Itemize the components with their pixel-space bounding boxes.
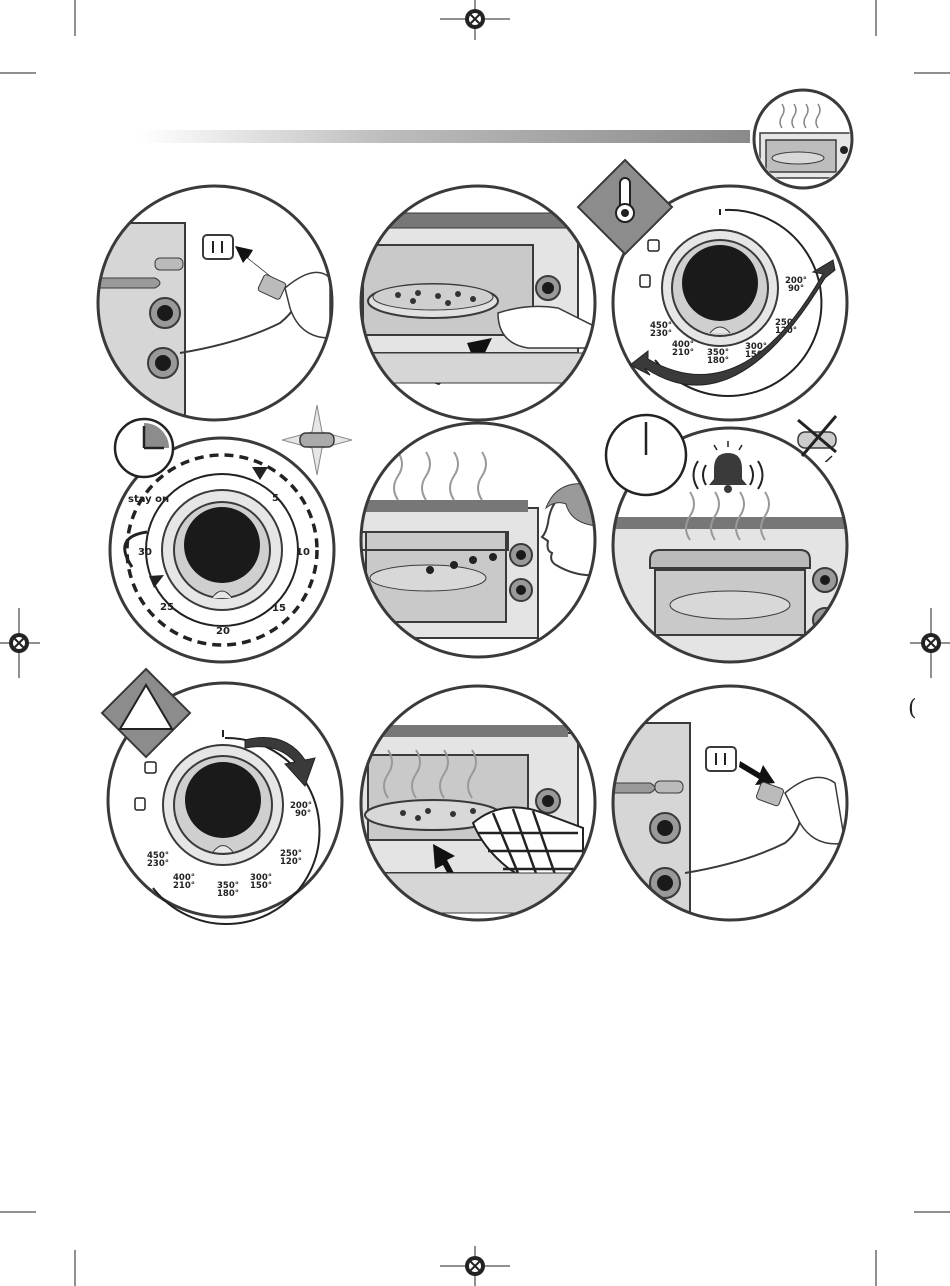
step-9-unplug [610, 683, 850, 923]
timer-label-25: 25 [160, 602, 174, 613]
svg-text:230°: 230° [147, 859, 169, 869]
indicator-off-icon [794, 412, 844, 462]
svg-text:210°: 210° [672, 348, 694, 358]
step-5-watch-cooking [358, 420, 598, 660]
bake-mode-icon [145, 762, 156, 773]
step-2-insert-pizza [358, 183, 598, 423]
timer-label-20: 20 [216, 626, 230, 637]
page-edge-mark: ( [908, 696, 917, 721]
step-8-remove-pizza [358, 683, 598, 923]
registration-target-right [910, 608, 950, 678]
registration-target-bottom [440, 1246, 510, 1286]
svg-text:210°: 210° [173, 881, 195, 891]
clock-zero-icon [603, 412, 689, 498]
svg-text:90°: 90° [295, 809, 311, 819]
timer-label-10: 10 [296, 547, 310, 558]
header-gradient-bar [140, 130, 750, 143]
svg-text:120°: 120° [280, 857, 302, 867]
registration-target-left [0, 608, 40, 678]
toast-mode-icon [135, 798, 145, 810]
indicator-light-icon [282, 405, 352, 475]
svg-text:180°: 180° [707, 356, 729, 366]
toast-mode-icon [640, 275, 650, 287]
clock-icon [112, 416, 176, 480]
timer-label-stay-on: stay on [128, 494, 169, 505]
registration-target-top [440, 0, 510, 40]
timer-label-5: 5 [272, 493, 279, 504]
timer-label-30: 30 [138, 547, 152, 558]
svg-text:150°: 150° [250, 881, 272, 891]
thermometer-icon [576, 158, 674, 256]
svg-text:90°: 90° [788, 284, 804, 294]
svg-text:230°: 230° [650, 329, 672, 339]
svg-text:180°: 180° [217, 889, 239, 899]
step-1-plug-in [95, 183, 335, 423]
warning-triangle-icon [100, 667, 192, 759]
oven-thumbnail-icon [752, 88, 854, 190]
timer-label-15: 15 [272, 603, 286, 614]
